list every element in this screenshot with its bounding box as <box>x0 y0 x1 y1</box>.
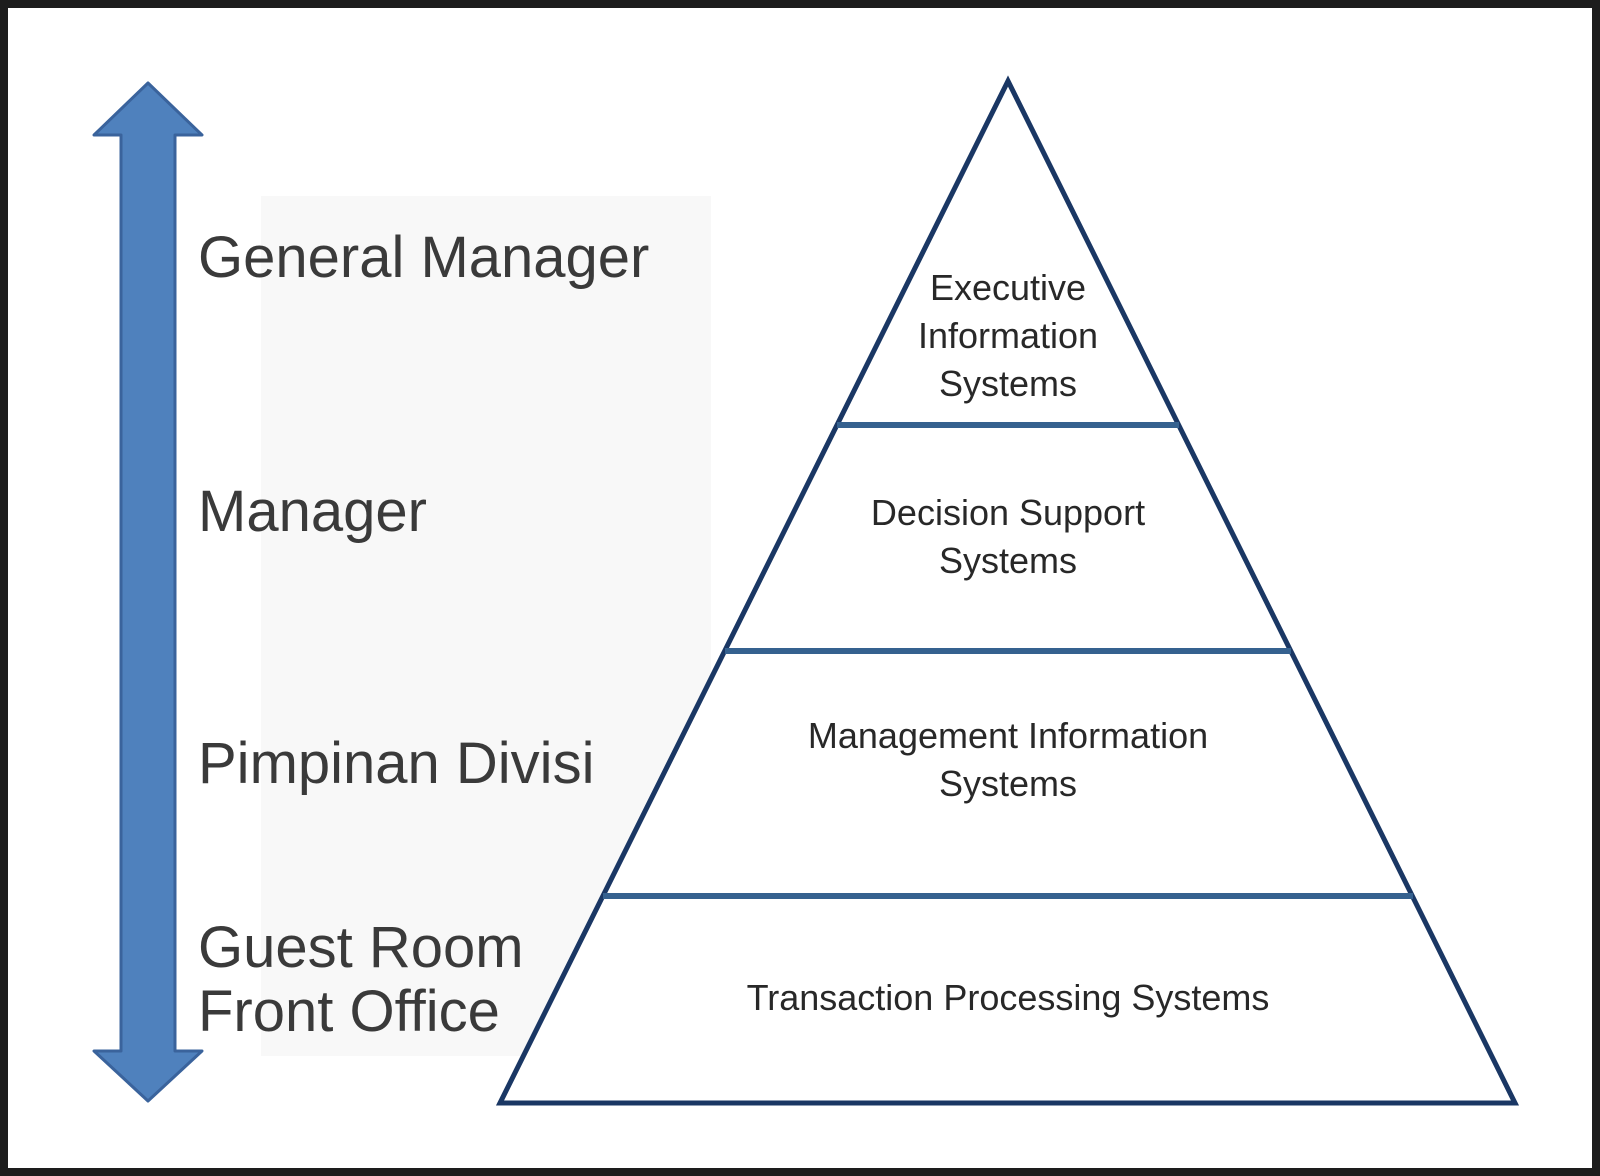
pyramid-level-text-line: Management Information <box>807 715 1209 756</box>
pyramid-level-transaction-processing-systems: Transaction Processing Systems <box>747 974 1270 1022</box>
label-general-manager: General Manager <box>198 225 650 290</box>
pyramid-level-text-line: Executive <box>929 267 1087 308</box>
pyramid-level-executive-information-systems: Executive Information Systems <box>918 264 1098 408</box>
pyramid-level-text-line: Systems <box>938 540 1078 581</box>
pyramid-level-text-line: Transaction Processing Systems <box>746 977 1270 1018</box>
label-pimpinan-divisi: Pimpinan Divisi <box>198 731 595 796</box>
pyramid-level-decision-support-systems: Decision Support Systems <box>871 489 1145 585</box>
label-manager: Manager <box>198 479 427 544</box>
label-guest-room-front-office: Guest Room Front Office <box>198 916 524 1044</box>
pyramid-level-text-line: Information <box>917 315 1099 356</box>
label-front-office-line: Front Office <box>198 979 500 1044</box>
up-down-arrow-icon <box>92 81 204 1103</box>
pyramid-level-text-line: Decision Support <box>870 492 1146 533</box>
pyramid-level-text-line: Systems <box>938 363 1078 404</box>
pyramid-diagram-canvas <box>92 75 1520 1106</box>
pyramid-outline <box>495 75 1520 1106</box>
pyramid-level-management-information-systems: Management Information Systems <box>808 712 1208 808</box>
label-guest-room-line: Guest Room <box>198 915 524 980</box>
pyramid-level-text-line: Systems <box>938 763 1078 804</box>
